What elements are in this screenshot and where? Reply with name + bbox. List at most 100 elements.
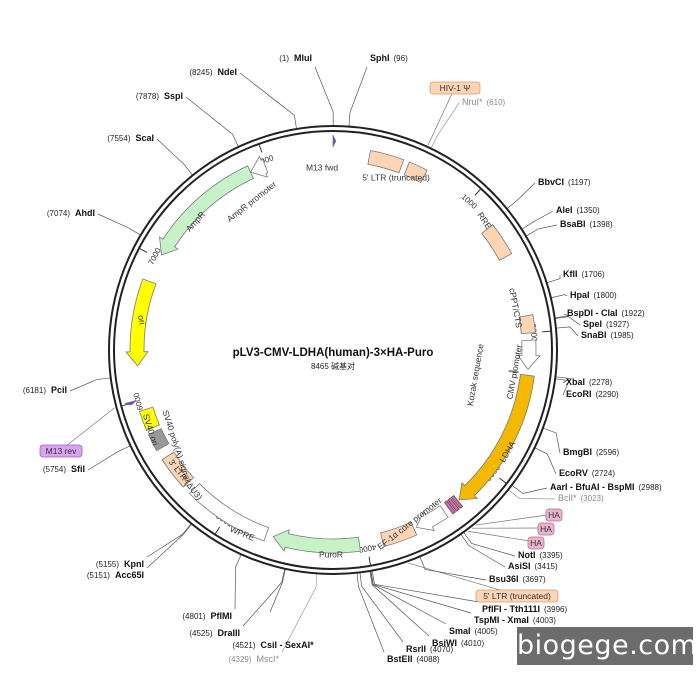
site-pos-14: (2724) bbox=[592, 469, 615, 478]
callout-box-5 bbox=[39, 444, 83, 458]
site-pos-12: (2290) bbox=[596, 390, 619, 399]
site-13: BmgBI(2596) bbox=[563, 447, 619, 457]
site-name-16: BclI* bbox=[558, 493, 577, 503]
site-leader-9 bbox=[554, 316, 581, 326]
callout-label-1: HA bbox=[548, 510, 560, 520]
site-leader-18 bbox=[460, 533, 506, 568]
site-label-0: (1)MluI bbox=[279, 53, 312, 63]
feature-m13rev bbox=[124, 400, 137, 406]
site-leader-31 bbox=[146, 523, 192, 558]
site-name-13: BmgBI bbox=[563, 447, 592, 457]
site-leader-20 bbox=[371, 570, 480, 603]
site-leader-6 bbox=[546, 274, 561, 284]
site-name-14: EcoRV bbox=[559, 468, 588, 478]
site-24: RsrII(4070) bbox=[406, 644, 453, 654]
feature-sv40ori bbox=[138, 406, 160, 431]
feature-ha-tag-2 bbox=[447, 497, 460, 512]
site-label-34: (7074) AhdI bbox=[47, 208, 95, 218]
feature-wpre bbox=[188, 483, 270, 542]
site-name-10: SnaBI bbox=[581, 330, 607, 340]
site-leader-19 bbox=[419, 556, 487, 581]
site-pos-20: (3996) bbox=[544, 605, 567, 614]
site-name-29: PflMI bbox=[211, 611, 233, 621]
site-label-9: SpeI(1927) bbox=[583, 319, 629, 329]
callout-label-2: HA bbox=[540, 524, 552, 534]
site-label-22: SmaI(4005) bbox=[449, 626, 498, 636]
site-leader-30 bbox=[146, 523, 193, 569]
site-leader-2 bbox=[430, 102, 460, 149]
site-pos-34: (7074) bbox=[47, 209, 70, 218]
site-leader-26 bbox=[281, 573, 318, 653]
site-label-20: PflFI - Tth111I(3996) bbox=[482, 604, 567, 614]
site-1: SphI(96) bbox=[370, 53, 408, 63]
site-label-15: AarI - BfuAI - BspMI(2988) bbox=[550, 482, 662, 492]
site-7: HpaI(1800) bbox=[570, 290, 617, 300]
callout-leader-0 bbox=[427, 86, 456, 146]
site-28: (4525)DraIII bbox=[189, 628, 240, 638]
site-pos-18: (3415) bbox=[535, 562, 558, 571]
site-pos-15: (2988) bbox=[639, 483, 662, 492]
site-name-27: CsiI - SexAI* bbox=[261, 640, 315, 650]
site-11: XbaI (2278) bbox=[566, 377, 612, 387]
feature-ef1a bbox=[415, 505, 449, 532]
site-pos-1: (96) bbox=[394, 54, 409, 63]
site-name-8: BspDI - ClaI bbox=[567, 308, 618, 318]
site-name-11: XbaI bbox=[566, 377, 585, 387]
site-pos-2: (610) bbox=[487, 98, 506, 107]
site-label-36: (7878)SspI bbox=[136, 91, 183, 101]
feature-kozak bbox=[508, 370, 519, 374]
feature-ltr3 bbox=[161, 451, 195, 488]
callout-box-2 bbox=[537, 522, 555, 536]
site-label-11: XbaI (2278) bbox=[566, 377, 612, 387]
site-36: (7878)SspI bbox=[136, 91, 183, 101]
site-21: TspMI - XmaI(4003) bbox=[474, 615, 556, 625]
site-leader-28 bbox=[242, 568, 286, 627]
site-label-28: (4525)DraIII bbox=[189, 628, 240, 638]
site-31: (5155)KpnI bbox=[96, 559, 144, 569]
site-leader-34 bbox=[97, 213, 141, 236]
site-label-3: BbvCI(1197) bbox=[538, 177, 591, 187]
site-leader-32 bbox=[87, 445, 131, 471]
site-leader-7 bbox=[550, 294, 568, 299]
site-name-26: MscI* bbox=[257, 654, 280, 664]
site-pos-23: (4010) bbox=[461, 639, 484, 648]
site-label-13: BmgBI(2596) bbox=[563, 447, 619, 457]
site-label-2: NruI*(610) bbox=[462, 97, 506, 107]
site-name-33: PciI bbox=[51, 385, 67, 395]
site-pos-5: (1398) bbox=[590, 220, 613, 229]
feature-ori bbox=[125, 278, 157, 367]
site-leader-27 bbox=[269, 568, 286, 613]
site-pos-29: (4801) bbox=[182, 612, 205, 621]
callout-leader-5 bbox=[60, 407, 115, 451]
site-18: AsiSI(3415) bbox=[508, 561, 558, 571]
site-pos-11: (2278) bbox=[589, 378, 612, 387]
site-leader-lines bbox=[60, 66, 581, 653]
site-label-12: EcoRI(2290) bbox=[566, 389, 619, 399]
site-37: (8245)NdeI bbox=[189, 67, 237, 77]
site-pos-9: (1927) bbox=[606, 320, 629, 329]
feature-psi bbox=[403, 161, 428, 184]
site-leader-5 bbox=[525, 224, 558, 237]
feature-ha-tag-1 bbox=[450, 494, 464, 509]
site-label-4: AleI(1350) bbox=[556, 205, 600, 215]
site-name-34: AhdI bbox=[75, 208, 95, 218]
site-pos-17: (3395) bbox=[540, 551, 563, 560]
site-pos-30: (5151) bbox=[87, 571, 110, 580]
site-pos-24: (4070) bbox=[430, 645, 453, 654]
site-leader-13 bbox=[542, 427, 561, 454]
feature-cmv bbox=[517, 339, 541, 371]
site-name-3: BbvCI bbox=[538, 177, 564, 187]
site-leader-3 bbox=[506, 182, 536, 210]
site-pos-31: (5155) bbox=[96, 560, 119, 569]
site-name-21: TspMI - XmaI bbox=[474, 615, 529, 625]
site-label-8: BspDI - ClaI(1922) bbox=[567, 308, 645, 318]
site-6: KflI(1706) bbox=[563, 269, 605, 279]
site-label-5: BsaBI(1398) bbox=[560, 219, 613, 229]
site-pos-16: (3023) bbox=[581, 494, 604, 503]
site-16: BclI* (3023) bbox=[558, 493, 604, 503]
feature-label-kozak: Kozak sequence bbox=[465, 343, 486, 407]
site-33: (6181)PciI bbox=[23, 385, 67, 395]
feature-label-ltr5: 5' LTR (truncated) bbox=[362, 172, 430, 182]
tick-mark-1000 bbox=[474, 188, 482, 196]
site-leader-37 bbox=[239, 72, 297, 130]
